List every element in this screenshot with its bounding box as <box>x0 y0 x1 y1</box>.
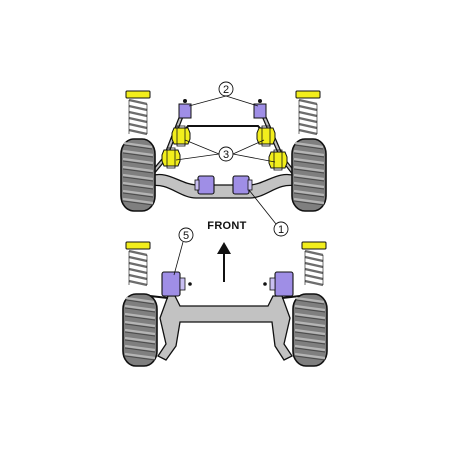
callout-1-number: 1 <box>278 224 284 236</box>
rear-anti-roll-bar <box>180 125 267 136</box>
front-label: FRONT <box>207 220 246 232</box>
front-right-spring <box>300 240 328 287</box>
bush-3-left-upper <box>171 125 191 147</box>
bush-2-left-top-mount <box>178 99 192 119</box>
front-left-link <box>149 295 169 299</box>
bush-1-right-beam <box>232 175 253 195</box>
front-axle-assembly <box>121 240 329 368</box>
callout-1: 1 <box>248 189 289 237</box>
callout-5: 5 <box>173 227 194 276</box>
bush-3-right-lower <box>268 149 288 171</box>
bush-3-left-lower <box>161 147 181 169</box>
callout-3-number: 3 <box>223 149 229 161</box>
bush-1-left-beam <box>194 175 215 195</box>
front-subframe <box>157 295 293 361</box>
front-right-tyre <box>291 292 329 368</box>
callout-3: 3 <box>175 139 276 163</box>
front-right-link <box>281 295 301 299</box>
callout-5-number: 5 <box>183 230 189 242</box>
rear-right-tyre <box>290 137 328 213</box>
bush-3-right-upper <box>256 125 276 147</box>
rear-axle-beam <box>149 173 297 199</box>
callout-2-number: 2 <box>223 84 229 96</box>
bush-5-right-mount <box>263 271 294 297</box>
bush-2-right-top-mount <box>253 99 267 119</box>
rear-left-spring <box>124 89 152 136</box>
front-left-tyre <box>121 292 159 368</box>
bush-5-left-mount <box>161 271 192 297</box>
front-left-spring <box>124 240 152 287</box>
rear-right-spring <box>294 89 322 136</box>
rear-left-tyre <box>119 137 157 213</box>
up-arrow-icon <box>217 242 231 282</box>
front-direction-indicator: FRONT <box>207 220 246 282</box>
rear-axle-assembly <box>119 89 328 213</box>
callout-2: 2 <box>188 81 259 107</box>
